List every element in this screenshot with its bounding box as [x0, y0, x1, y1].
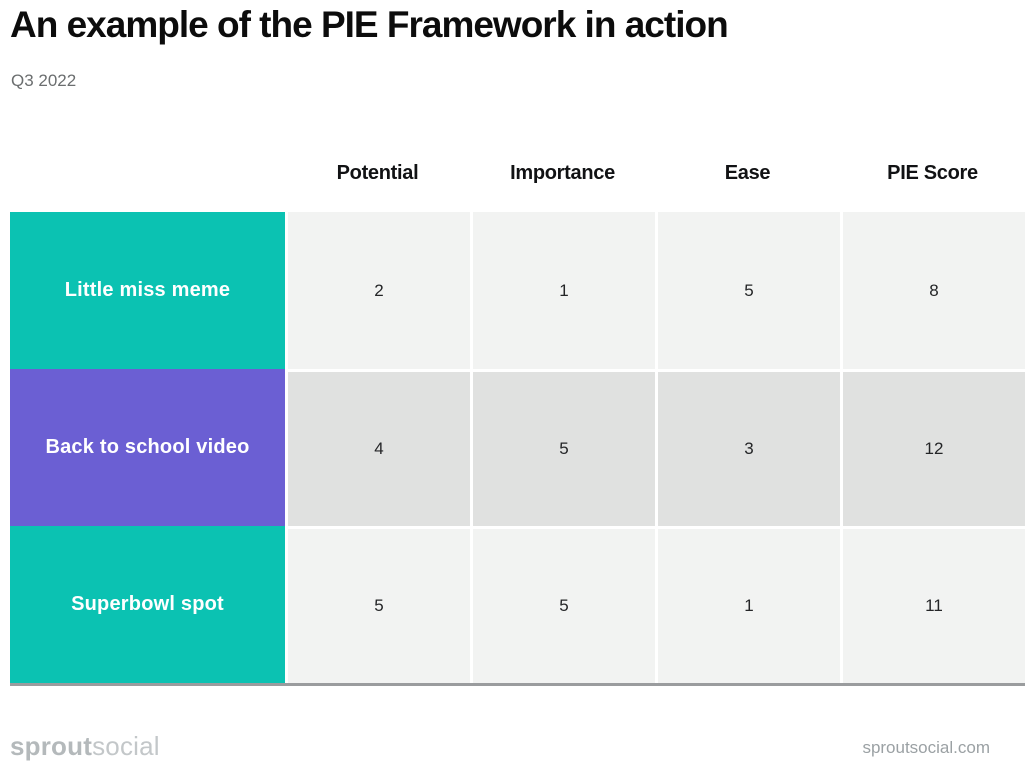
cell-importance: 5 [470, 369, 655, 526]
cell-pie-score: 11 [840, 526, 1025, 683]
column-header-potential: Potential [336, 162, 419, 184]
cell-potential: 2 [285, 212, 470, 369]
cell-pie-score: 8 [840, 212, 1025, 369]
logo-text-social: social [92, 731, 160, 761]
sproutsocial-logo: sproutsocial [10, 731, 160, 762]
cell-pie-score: 12 [840, 369, 1025, 526]
logo-text-sprout: sprout [10, 731, 93, 761]
cell-potential: 4 [285, 369, 470, 526]
cell-importance: 1 [470, 212, 655, 369]
footer-url: sproutsocial.com [862, 738, 990, 757]
pie-framework-table: Little miss meme 2 1 5 8 Back to school … [10, 212, 1025, 686]
table-column-headers: Potential Importance Ease PIE Score [285, 162, 1025, 185]
column-header-importance: Importance [510, 162, 615, 184]
cell-ease: 3 [655, 369, 840, 526]
page-subtitle: Q3 2022 [11, 71, 77, 90]
column-header-ease: Ease [724, 162, 771, 184]
cell-importance: 5 [470, 526, 655, 683]
cell-potential: 5 [285, 526, 470, 683]
row-label-superbowl-spot: Superbowl spot [10, 526, 285, 683]
cell-ease: 5 [655, 212, 840, 369]
row-label-little-miss-meme: Little miss meme [10, 212, 285, 369]
column-header-pie-score: PIE Score [887, 162, 978, 184]
cell-ease: 1 [655, 526, 840, 683]
page-title: An example of the PIE Framework in actio… [10, 4, 729, 45]
row-label-back-to-school-video: Back to school video [10, 369, 285, 526]
